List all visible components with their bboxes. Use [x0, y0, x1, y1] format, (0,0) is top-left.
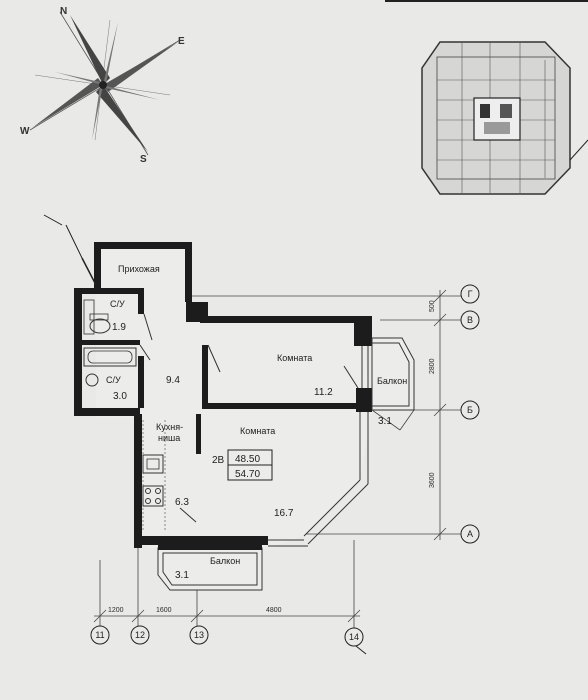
- bathroom-area: 3.0: [113, 391, 127, 402]
- compass-east-label: E: [178, 36, 185, 47]
- dim-horizontal-1: 1200: [108, 607, 124, 614]
- axis-grid: [93, 289, 462, 630]
- dim-vertical-1: 500: [429, 300, 436, 312]
- apartment-area-box: [227, 449, 273, 481]
- axis-col-11: 11: [95, 630, 104, 640]
- balcony-bottom-area: 3.1: [175, 570, 189, 581]
- dim-horizontal-3: 4800: [266, 607, 282, 614]
- axis-col-13: 13: [194, 630, 204, 640]
- living-area: 48.50: [235, 454, 260, 465]
- fixtures: [83, 299, 166, 530]
- compass-west-label: W: [20, 126, 30, 137]
- dim-vertical-2: 2800: [429, 358, 436, 374]
- axis-col-12: 12: [135, 630, 145, 640]
- walls: [74, 242, 372, 548]
- room2-label: Комната: [240, 426, 275, 436]
- total-area: 54.70: [235, 469, 260, 480]
- balcony-right-area: 3.1: [378, 416, 392, 427]
- axis-row-v: В: [467, 315, 473, 325]
- room1-area: 11.2: [314, 387, 333, 398]
- axis-row-a: А: [467, 529, 473, 539]
- kitchen-area: 6.3: [175, 497, 189, 508]
- axis-col-14: 14: [349, 632, 359, 642]
- door-swings: [43, 214, 359, 523]
- balcony-bottom-label: Балкон: [210, 556, 240, 566]
- compass-needle-north: [70, 15, 110, 85]
- hallway-label: Прихожая: [118, 264, 160, 274]
- dim-horizontal-2: 1600: [156, 607, 172, 614]
- kitchen-label-line1: Кухня-: [156, 422, 183, 432]
- apartment-type: 2В: [212, 455, 225, 466]
- dim-vertical-3: 3600: [429, 472, 436, 488]
- bathroom-small-label: С/У: [110, 299, 125, 309]
- bathtub-icon: [83, 347, 137, 367]
- balcony-right-outline: [371, 337, 415, 431]
- axis-row-g: Г: [468, 289, 473, 299]
- compass-rose: N E S W: [20, 6, 185, 165]
- toilet-icon: [89, 318, 111, 334]
- sink-icon: [85, 373, 99, 387]
- balcony-bottom-outline: [157, 545, 263, 591]
- compass-north-label: N: [60, 6, 67, 17]
- axis-row-b: Б: [467, 405, 473, 415]
- bathroom-small-area: 1.9: [112, 322, 126, 333]
- kitchen-label-line2: ниша: [158, 433, 180, 443]
- hallway-area: 9.4: [166, 375, 180, 386]
- axis-bubbles: Г В Б А 11 12 13 14: [90, 284, 480, 655]
- building-key-plan: [421, 41, 588, 195]
- bathroom-label: С/У: [106, 375, 121, 385]
- room2-area: 16.7: [274, 508, 294, 519]
- room1-label: Комната: [277, 353, 312, 363]
- balcony-right-label: Балкон: [377, 376, 407, 386]
- compass-south-label: S: [140, 154, 147, 165]
